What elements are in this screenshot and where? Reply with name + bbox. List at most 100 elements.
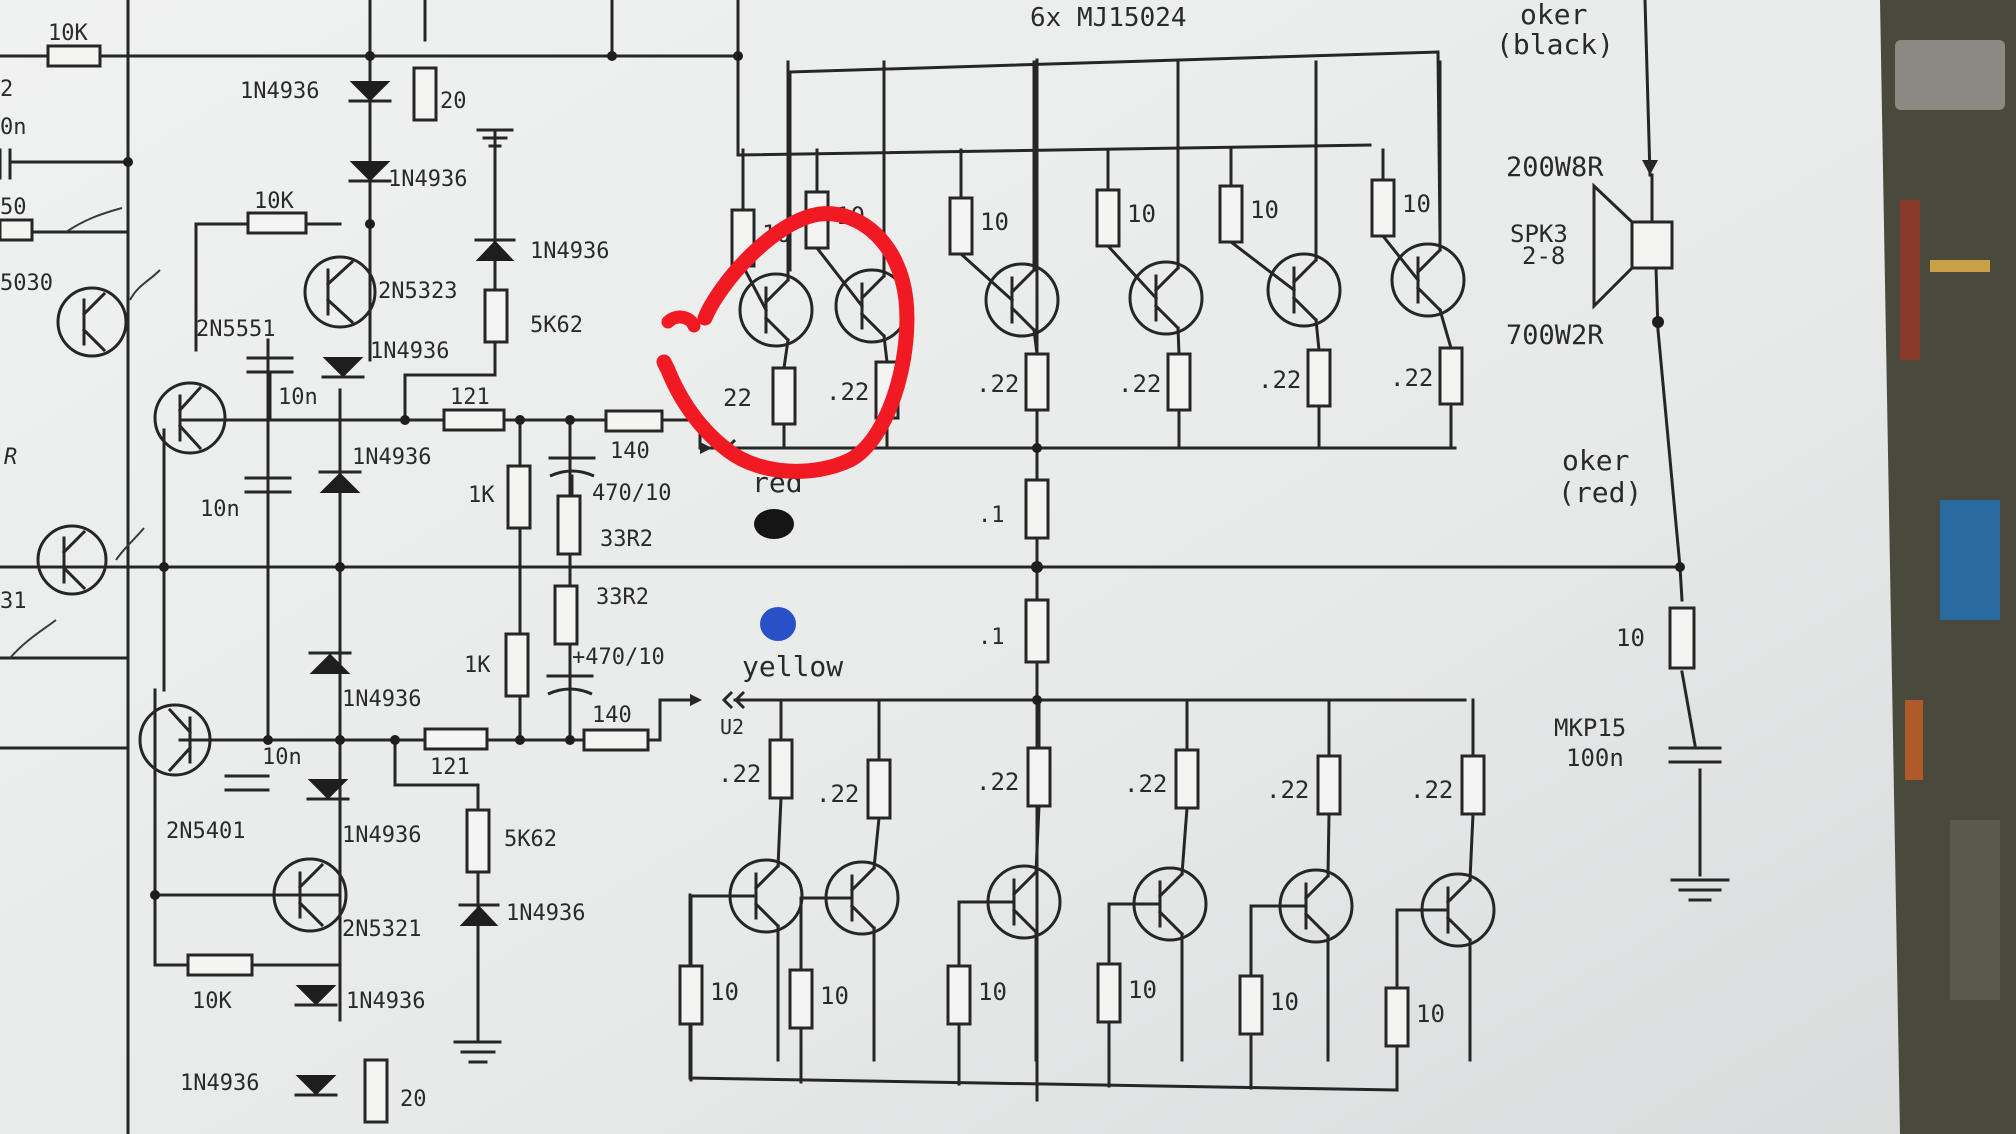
resistor-121-top [442, 408, 506, 432]
upper-emitter-resistor-4 [1166, 352, 1192, 412]
out-black-line-1: oker [1520, 0, 1587, 31]
label-d8: 1N4936 [180, 1071, 259, 1096]
upper-base-resistor-4 [1095, 188, 1121, 248]
yellow-connector[interactable] [690, 690, 746, 710]
label-r33r2-top: 33R2 [600, 527, 653, 552]
resistor-33r2-bot [553, 584, 579, 646]
lower-emitter-resistor-2 [866, 758, 892, 820]
header-title: 6x MJ15024 [1030, 3, 1187, 33]
out-black-line-2: (black) [1496, 28, 1614, 61]
lower-base-resistor-label-5: 10 [1270, 988, 1299, 1016]
upper-output-transistor-5 [1266, 252, 1342, 328]
label-c10n-c: 10n [262, 745, 302, 770]
capacitor-10n-c [224, 774, 270, 792]
diode-1n4936-d1 [348, 81, 392, 103]
upper-emitter-resistor-label-6: .22 [1390, 364, 1433, 392]
capacitor-10n-a [246, 356, 294, 422]
label-d3: 1N4936 [370, 339, 449, 364]
lower-base-resistor-label-2: 10 [820, 982, 849, 1010]
driver-capacitors [0, 148, 596, 792]
label-r20-top: 20 [440, 89, 467, 114]
speaker-upper-label: 200W8R [1506, 152, 1604, 183]
label-d4: 1N4936 [352, 445, 431, 470]
diode-1n4936-zener-bot [458, 903, 500, 926]
bias-resistor-2 [1024, 598, 1050, 664]
bias-resistor-label-1: .1 [978, 503, 1005, 528]
upper-base-resistor-label-5: 10 [1250, 196, 1279, 224]
label-q-2n5323: 2N5323 [378, 279, 457, 304]
lower-base-resistor-4 [1096, 962, 1122, 1024]
out-red-line-1: oker [1562, 444, 1629, 477]
resistor-33r2-top [556, 494, 582, 556]
diodes [294, 81, 516, 1097]
label-r121-bot: 121 [430, 755, 470, 780]
resistor-10k-bot [186, 953, 254, 977]
pcb-background [1880, 0, 2016, 1134]
diode-1n4936-d2 [348, 161, 392, 183]
diode-1n4936-zener-top [474, 238, 516, 261]
label-r1k-top: 1K [468, 483, 495, 508]
label-r1k-bot: 1K [464, 653, 491, 678]
label-left-5030: 5030 [0, 271, 53, 296]
upper-emitter-resistor-6 [1438, 346, 1464, 406]
ground-bottom [453, 1040, 502, 1064]
diode-1n4936-d6 [306, 779, 350, 801]
bias-resistor-label-2: .1 [978, 625, 1005, 650]
resistor-1k-top [506, 464, 532, 530]
label-left-10k: 10K [48, 21, 88, 46]
lower-emitter-resistor-label-1: .22 [718, 760, 761, 788]
diode-1n4936-d7 [294, 985, 338, 1007]
label-5k62-bot: 5K62 [504, 827, 557, 852]
label-left-31: 31 [0, 589, 27, 614]
upper-output-transistor-4 [1128, 260, 1204, 336]
upper-emitter-resistor-5 [1306, 348, 1332, 408]
lower-base-resistor-label-4: 10 [1128, 976, 1157, 1004]
lower-emitter-resistor-6 [1460, 754, 1486, 816]
lower-base-resistor-5 [1238, 974, 1264, 1036]
resistor-140-top [604, 409, 664, 433]
bias-resistor-1 [1024, 478, 1050, 540]
upper-base-resistor-3 [948, 196, 974, 256]
ground-zobel [1670, 878, 1730, 902]
resistor-5k62-top [483, 288, 509, 344]
lower-emitter-resistor-label-2: .22 [816, 780, 859, 808]
capacitor-470-bot [546, 674, 594, 696]
zobel-cap-value: 100n [1566, 744, 1624, 772]
transistor-2n5401 [138, 703, 212, 777]
label-q-2n5551: 2N5551 [196, 317, 275, 342]
upper-emitter-resistor-label-2: .22 [826, 378, 869, 406]
label-r121-top: 121 [450, 385, 490, 410]
ground-top [476, 128, 514, 148]
driver-transistors [36, 255, 377, 933]
resistor-1k-bot [504, 632, 530, 698]
upper-emitter-resistor-1 [771, 366, 797, 426]
zobel-resistor-label: 10 [1616, 624, 1645, 652]
zobel-cap-type: MKP15 [1554, 714, 1626, 742]
resistor-5k62-bot [465, 808, 491, 874]
resistor-20-top [412, 66, 438, 122]
label-r10k-bot: 10K [192, 989, 232, 1014]
transistor-2n5551 [153, 381, 227, 455]
hand-annotations [9, 206, 915, 659]
label-c470-top: 470/10 [592, 481, 671, 506]
label-d6: 1N4936 [342, 823, 421, 848]
label-c10n-a: 10n [278, 385, 318, 410]
upper-base-resistor-5 [1218, 184, 1244, 244]
speaker-pins: 2-8 [1522, 242, 1565, 270]
lower-emitter-resistor-label-3: .22 [976, 768, 1019, 796]
lower-emitter-resistor-3 [1026, 746, 1052, 808]
lower-emitter-resistor-label-6: .22 [1410, 776, 1453, 804]
transistor-left-5030 [56, 286, 128, 358]
label-left-0n: 0n [0, 115, 27, 140]
junction-dots [123, 51, 1685, 900]
lower-emitter-resistor-label-4: .22 [1124, 770, 1167, 798]
zobel-resistor [1668, 606, 1696, 670]
label-r20-bot: 20 [400, 1087, 427, 1112]
upper-emitter-resistor-label-1: 22 [723, 384, 752, 412]
upper-base-resistor-6 [1370, 178, 1396, 238]
driver-resistors [0, 44, 664, 1124]
label-r33r2-bot: 33R2 [596, 585, 649, 610]
